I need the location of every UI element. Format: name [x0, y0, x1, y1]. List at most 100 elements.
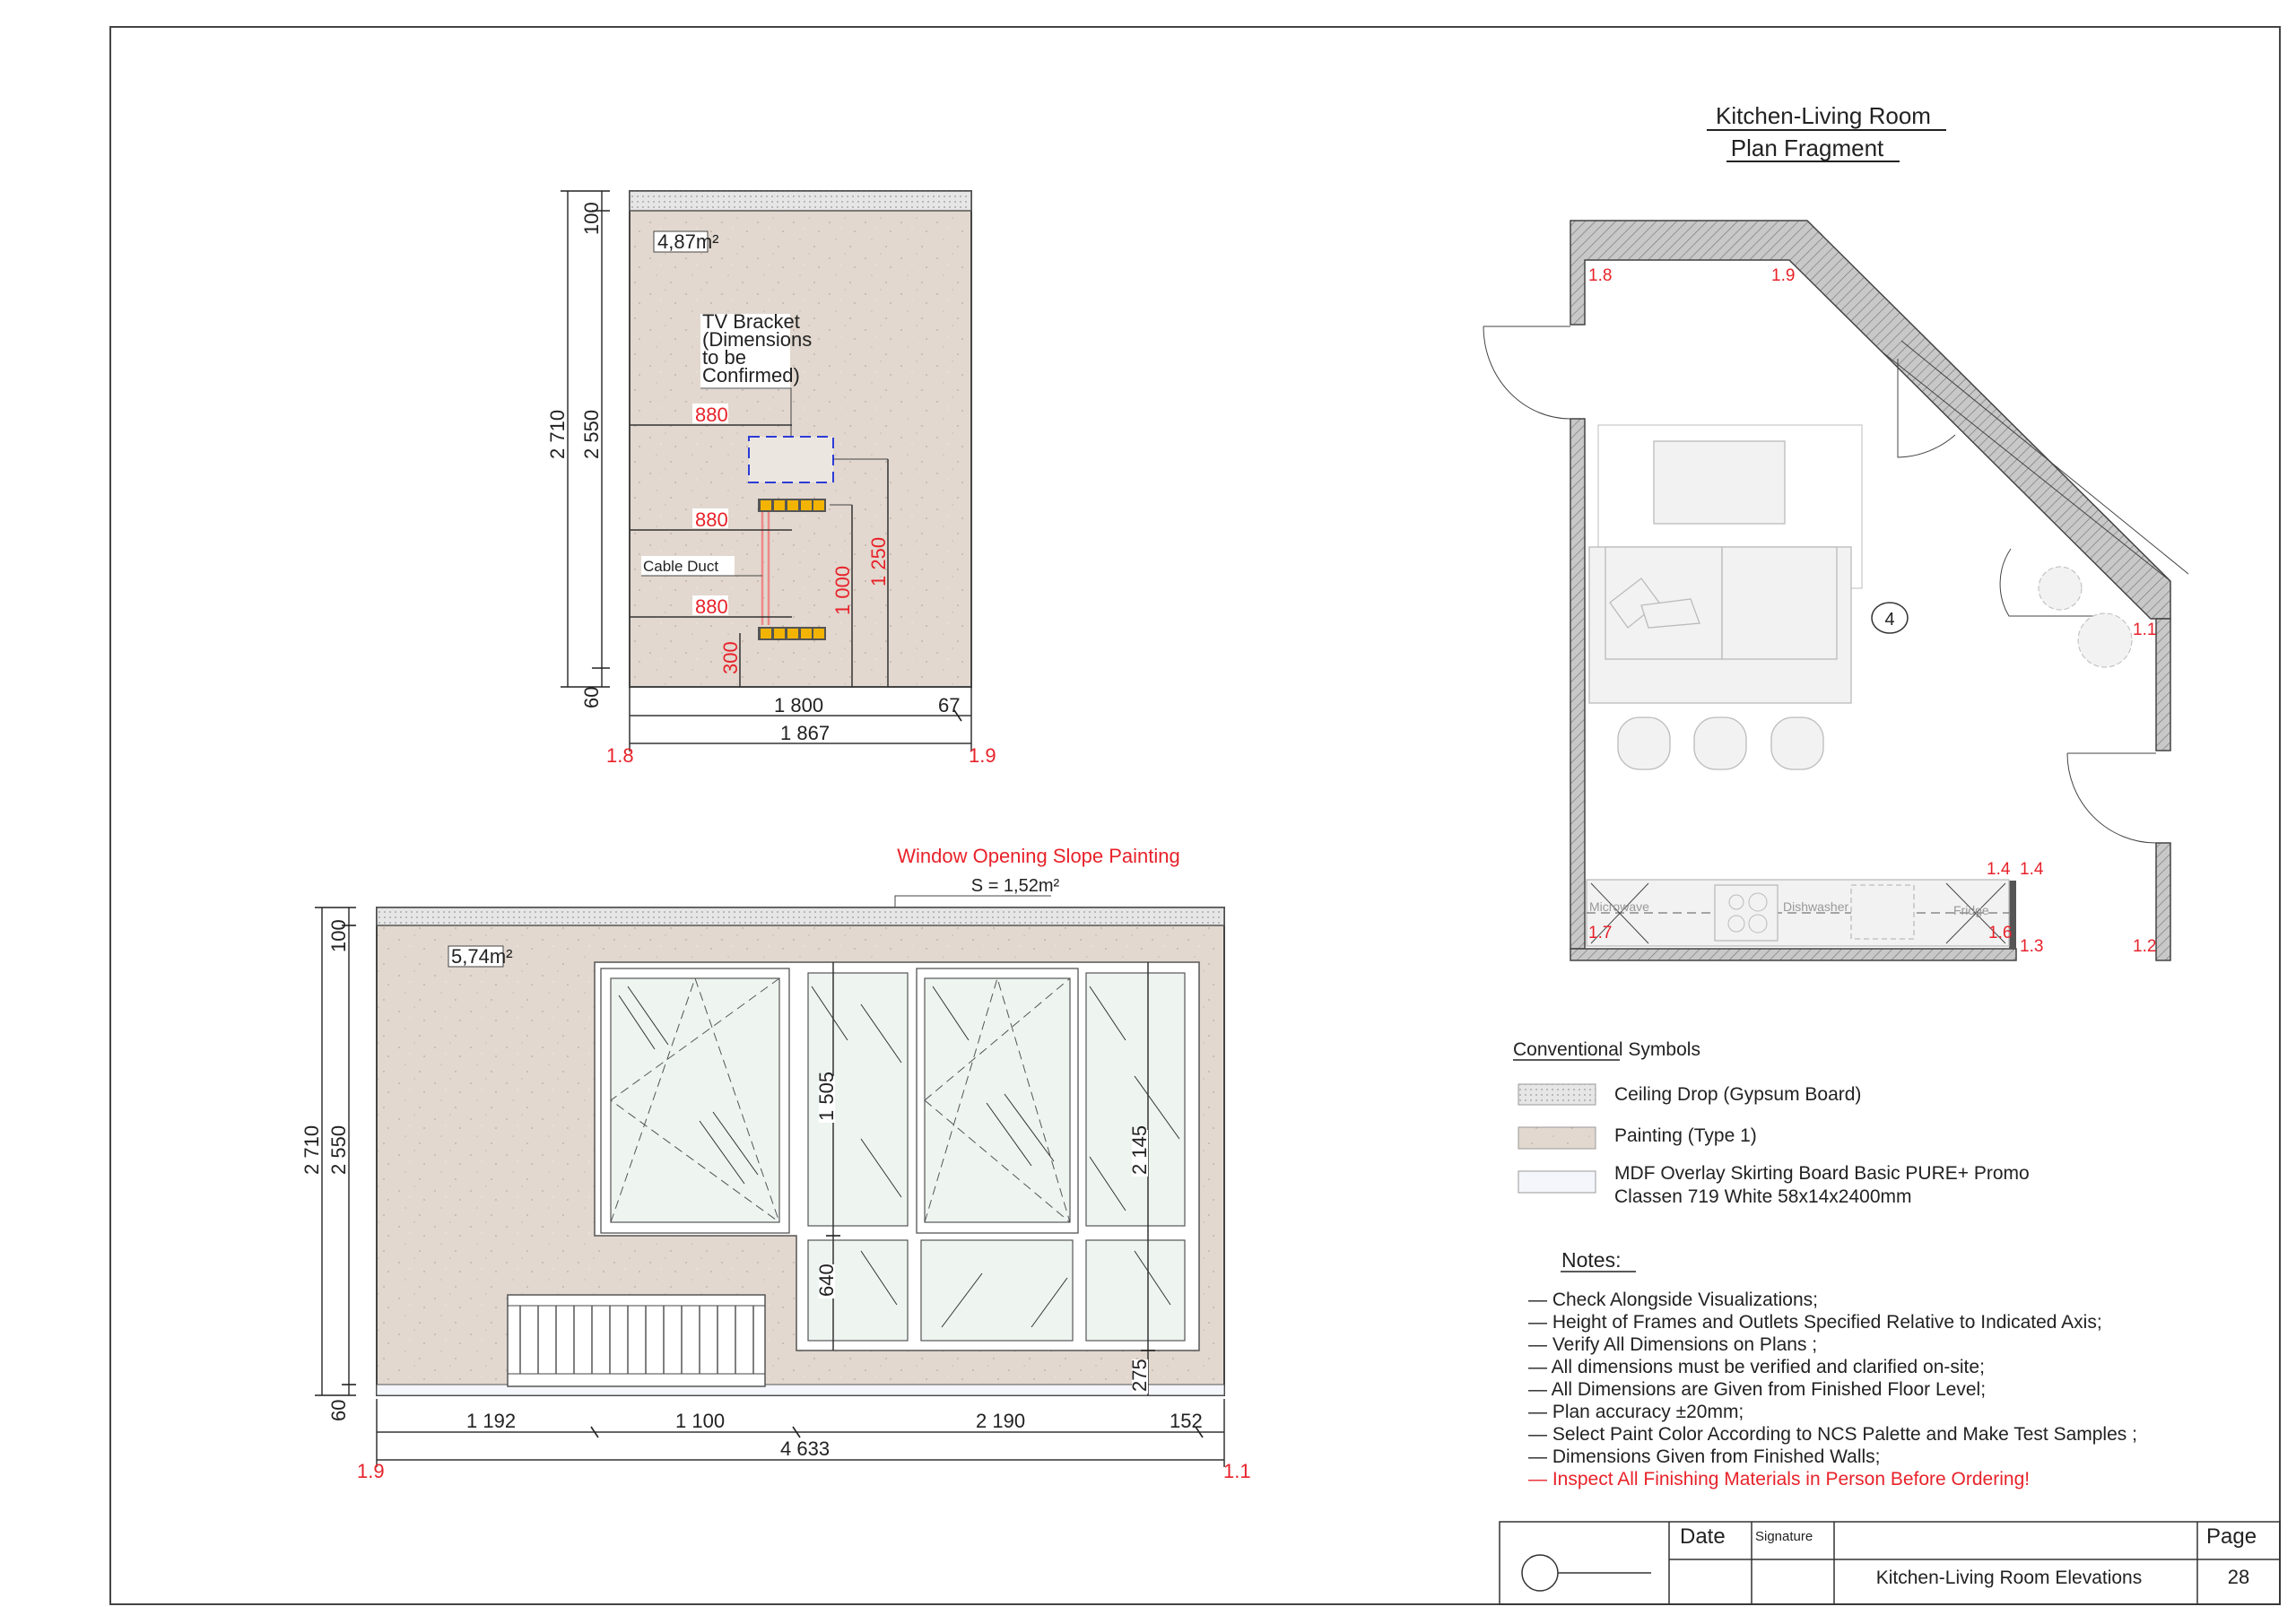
radiator	[507, 1294, 766, 1387]
axis-left: 1.8	[606, 744, 634, 767]
dim-socket-top-height: 1 000	[831, 566, 854, 615]
skirting-board	[376, 1384, 1225, 1396]
dim-d4: 152	[1170, 1410, 1203, 1432]
plan-title-line1: Kitchen-Living Room	[1716, 102, 1931, 129]
sheet-title: Kitchen-Living Room Elevations	[1876, 1568, 2142, 1588]
title-block	[1499, 1521, 2281, 1605]
wall-right-upper	[2155, 618, 2171, 751]
date-label: Date	[1680, 1524, 1726, 1549]
dim-d2: 1 100	[675, 1410, 725, 1432]
swatch-ceiling	[1518, 1083, 1596, 1106]
note-warning: — Inspect All Finishing Materials in Per…	[1528, 1469, 2030, 1489]
room-number: 4	[1884, 610, 1894, 630]
socket-block-bottom	[758, 627, 826, 640]
area-label: 4,87m²	[657, 230, 718, 253]
appliance-dishwasher: Dishwasher	[1783, 899, 1848, 914]
note-item: — Plan accuracy ±20mm;	[1528, 1402, 1744, 1422]
axis-right: 1.1	[1223, 1460, 1251, 1482]
page-number: 28	[2228, 1566, 2249, 1588]
elevation-1: 4,87m² TV Bracket (Dimensions to be Conf…	[546, 190, 996, 767]
axis-right: 1.9	[969, 744, 996, 767]
signature-label: Signature	[1755, 1529, 1813, 1544]
appliance-microwave: Microwave	[1589, 899, 1649, 914]
ceiling-drop	[376, 907, 1225, 926]
tv-bracket-label: TV Bracket (Dimensions to be Confirmed)	[702, 310, 817, 386]
window-sash-right	[924, 977, 1071, 1223]
note-item: — All Dimensions are Given from Finished…	[1528, 1379, 1986, 1400]
notes-title: Notes:	[1561, 1248, 1621, 1272]
wall-right-lower	[2155, 842, 2171, 961]
dim-sill: 275	[1128, 1359, 1151, 1392]
bar-stool	[1617, 716, 1671, 770]
note-item: — Check Alongside Visualizations;	[1528, 1290, 1818, 1310]
wall-left	[1570, 418, 1586, 950]
dim-window-upper: 1 505	[815, 1072, 838, 1121]
note-item: — Dimensions Given from Finished Walls;	[1528, 1446, 1881, 1467]
dim-total-height: 2 710	[546, 410, 569, 459]
dim-tv-height: 1 250	[867, 537, 890, 586]
legend: Conventional Symbols Ceiling Drop (Gypsu…	[1513, 1039, 2030, 1207]
slope-area: S = 1,52m²	[971, 876, 1060, 896]
axis-mark: 1.3	[2020, 937, 2043, 956]
axis-mark: 1.8	[1588, 266, 1612, 285]
dim-wall-height: 2 550	[580, 410, 603, 459]
note-item: — All dimensions must be verified and cl…	[1528, 1357, 1985, 1377]
kitchen-counter	[1586, 879, 2010, 947]
axis-mark: 1.1	[2133, 621, 2156, 639]
area-label: 5,74m²	[451, 945, 512, 968]
dim-d3: 2 190	[976, 1410, 1025, 1432]
glass-reflections	[618, 986, 1180, 1328]
axis-left: 1.9	[357, 1460, 385, 1482]
bar-stool	[1770, 716, 1824, 770]
dim-total-height: 2 710	[300, 1125, 323, 1175]
note-item: — Height of Frames and Outlets Specified…	[1528, 1312, 2102, 1333]
door-balcony-2	[1999, 548, 2099, 617]
dim-skirting: 60	[327, 1400, 350, 1421]
note-item: — Verify All Dimensions on Plans ;	[1528, 1334, 1817, 1355]
axis-mark: 1.9	[1771, 266, 1795, 285]
elevation-2: Window Opening Slope Painting S = 1,52m²…	[300, 845, 1251, 1482]
axis-mark: 1.4	[1987, 860, 2011, 879]
bar-stool	[1693, 716, 1747, 770]
note-item: — Select Paint Color According to NCS Pa…	[1528, 1424, 2137, 1445]
dim-width-rest: 67	[938, 694, 960, 716]
tv-stand	[1653, 440, 1786, 525]
sheet-border	[109, 26, 2281, 1605]
dim-total-width: 4 633	[780, 1437, 830, 1460]
appliance-fridge: Fridge	[1953, 903, 1989, 917]
dim-d1: 1 192	[466, 1410, 516, 1432]
tv-bracket-label-box	[700, 314, 790, 389]
socket-block-top	[758, 499, 826, 512]
legend-item-line2: Classen 719 White 58x14x2400mm	[1614, 1186, 1912, 1207]
ceiling-drop	[629, 190, 972, 212]
slope-title: Window Opening Slope Painting	[897, 845, 1180, 867]
page-label: Page	[2206, 1524, 2257, 1549]
axis-mark: 1.2	[2133, 937, 2156, 956]
room-number-tag	[1871, 602, 1909, 634]
axis-mark: 1.4	[2020, 860, 2044, 879]
dim-socket-bottom-offset: 880	[695, 595, 728, 618]
swatch-skirting	[1518, 1170, 1596, 1194]
area-label-box	[653, 230, 709, 253]
cable-duct-label: Cable Duct	[643, 558, 718, 575]
plan-title-line2: Plan Fragment	[1731, 135, 1884, 161]
legend-item: Ceiling Drop (Gypsum Board)	[1614, 1084, 1861, 1105]
legend-item: MDF Overlay Skirting Board Basic PURE+ P…	[1614, 1163, 2030, 1184]
dim-socket-bottom-height: 300	[719, 641, 742, 674]
notes: Notes: — Check Alongside Visualizations;…	[1528, 1248, 2137, 1489]
axis-mark: 1.7	[1588, 924, 1612, 942]
swatch-painting	[1518, 1126, 1596, 1150]
dim-ceiling: 100	[327, 919, 350, 952]
axis-mark: 1.6	[1988, 924, 2012, 942]
dim-tv-offset: 880	[695, 404, 728, 426]
door-right	[2066, 752, 2157, 844]
door-balcony-1	[1897, 359, 1956, 458]
window-sash-left	[610, 977, 780, 1223]
plant	[2038, 566, 2133, 668]
dim-window-total: 2 145	[1128, 1125, 1151, 1175]
wall-bottom	[1570, 948, 2017, 961]
dim-width-total: 1 867	[780, 722, 830, 744]
north-symbol-icon	[1521, 1554, 1559, 1592]
dim-window-lower: 640	[815, 1264, 838, 1297]
